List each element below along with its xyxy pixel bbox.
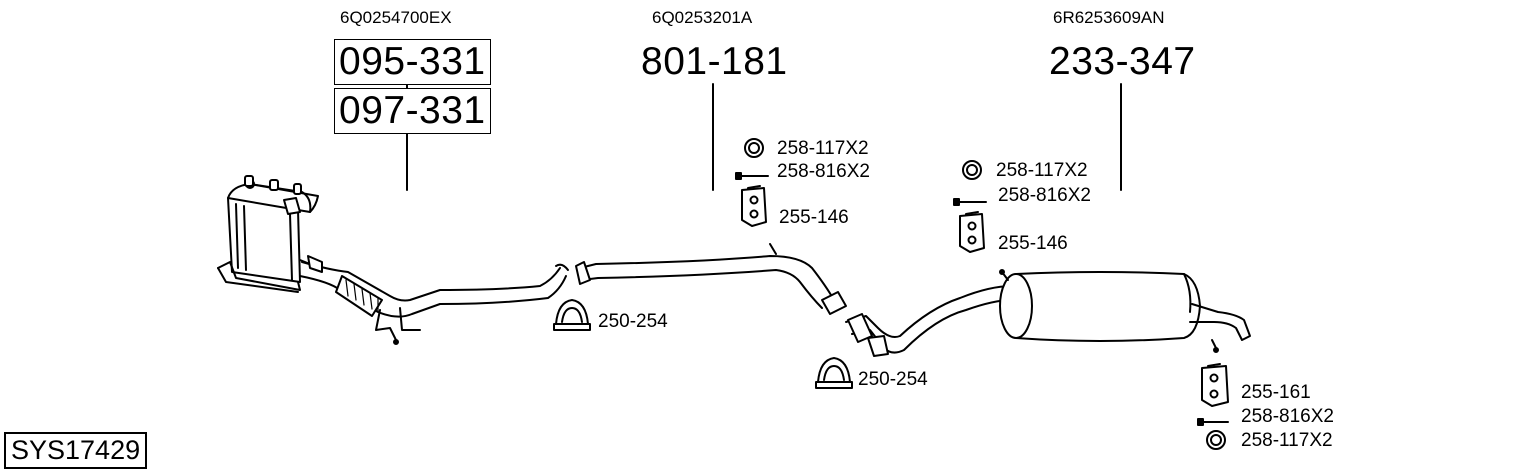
bolt-label-middle[interactable]: 258-816X2 — [777, 161, 870, 182]
ring-icon — [744, 138, 764, 158]
dpf-unit — [217, 175, 321, 293]
clamp-icon — [553, 299, 591, 331]
bolt-label-rear[interactable]: 258-816X2 — [998, 185, 1091, 206]
rubber-hanger-icon — [959, 211, 985, 253]
part-number-front-b[interactable]: 097-331 — [334, 88, 491, 134]
bolt-label-tail[interactable]: 258-816X2 — [1241, 406, 1334, 427]
ring-label-rear[interactable]: 258-117X2 — [996, 160, 1088, 181]
ring-icon — [1206, 430, 1226, 450]
rubber-hanger-icon — [1201, 363, 1229, 407]
oem-number-rear: 6R6253609AN — [1053, 8, 1165, 27]
bolt-icon — [735, 172, 769, 180]
ring-icon — [962, 160, 982, 180]
hanger-label-tail[interactable]: 255-161 — [1241, 382, 1311, 403]
clamp-label-1[interactable]: 250-254 — [598, 311, 668, 332]
clamp-label-2[interactable]: 250-254 — [858, 369, 928, 390]
rear-pipe — [845, 285, 1013, 357]
bolt-icon — [953, 198, 987, 206]
rear-muffler — [999, 269, 1251, 353]
hanger-label-middle[interactable]: 255-146 — [779, 207, 849, 228]
oem-number-middle: 6Q0253201A — [652, 8, 753, 27]
rubber-hanger-icon — [741, 185, 767, 227]
part-number-middle[interactable]: 801-181 — [641, 40, 788, 83]
system-code: SYS17429 — [4, 432, 148, 469]
front-pipe — [299, 255, 569, 345]
part-number-front-a[interactable]: 095-331 — [334, 39, 491, 85]
clamp-icon — [815, 357, 853, 389]
bolt-icon — [1197, 418, 1229, 426]
ring-label-middle[interactable]: 258-117X2 — [777, 138, 869, 159]
middle-pipe — [575, 243, 847, 315]
oem-number-front: 6Q0254700EX — [340, 8, 452, 27]
ring-label-tail[interactable]: 258-117X2 — [1241, 430, 1333, 451]
part-number-rear[interactable]: 233-347 — [1049, 40, 1196, 83]
hanger-label-rear[interactable]: 255-146 — [998, 233, 1068, 254]
